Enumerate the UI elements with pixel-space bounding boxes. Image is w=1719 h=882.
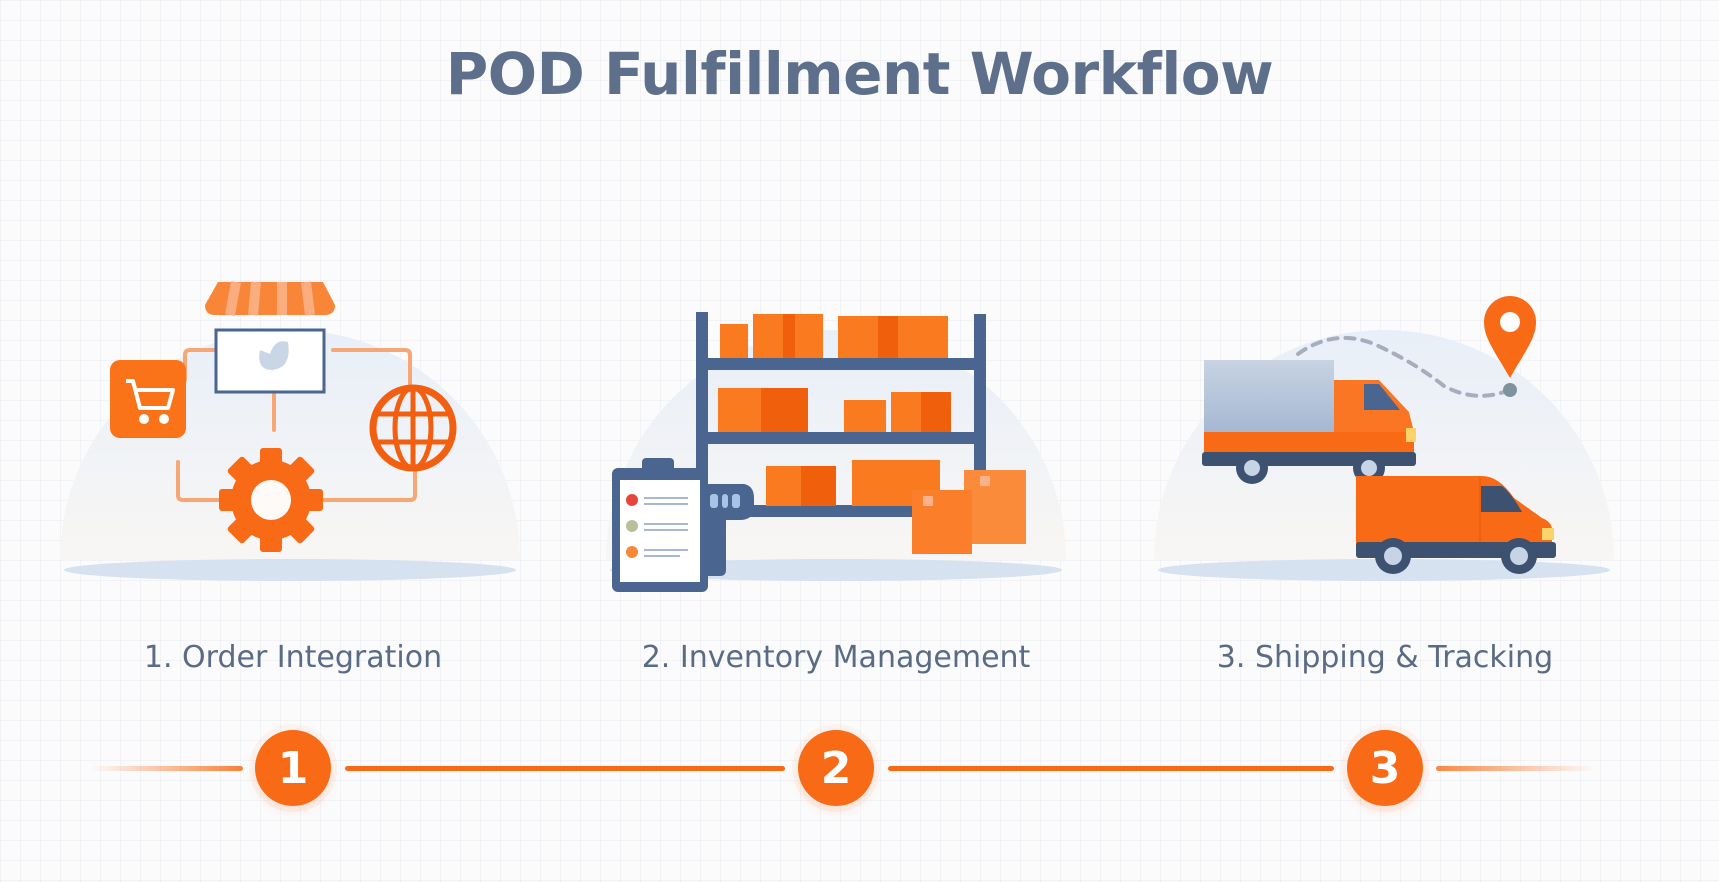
inventory-shelf-illustration [576, 230, 1096, 610]
timeline-line-start [90, 766, 243, 771]
delivery-trucks-illustration [1124, 230, 1644, 610]
box-truck-icon [1202, 360, 1416, 484]
page-title: POD Fulfillment Workflow [445, 40, 1274, 108]
gear-icon [219, 448, 323, 552]
delivery-van-icon [1356, 476, 1556, 574]
globe-icon [369, 384, 457, 472]
route-path [1296, 335, 1506, 398]
step-label-order-integration: 1. Order Integration [143, 640, 443, 675]
location-pin-icon [1484, 296, 1536, 378]
step-number-1: 1 [255, 730, 331, 806]
step-number-2: 2 [798, 730, 874, 806]
timeline-connector-1-2 [345, 766, 785, 771]
step-label-shipping-tracking: 3. Shipping & Tracking [1216, 640, 1554, 675]
step-number-3: 3 [1347, 730, 1423, 806]
clipboard-icon [612, 458, 708, 592]
barcode-scanner-icon [702, 484, 754, 576]
timeline-line-end [1436, 766, 1596, 771]
storefront-icon [205, 281, 335, 394]
timeline-connector-2-3 [888, 766, 1334, 771]
order-integration-illustration [30, 230, 550, 610]
cart-icon [110, 360, 186, 438]
step-label-inventory-management: 2. Inventory Management [641, 640, 1031, 675]
